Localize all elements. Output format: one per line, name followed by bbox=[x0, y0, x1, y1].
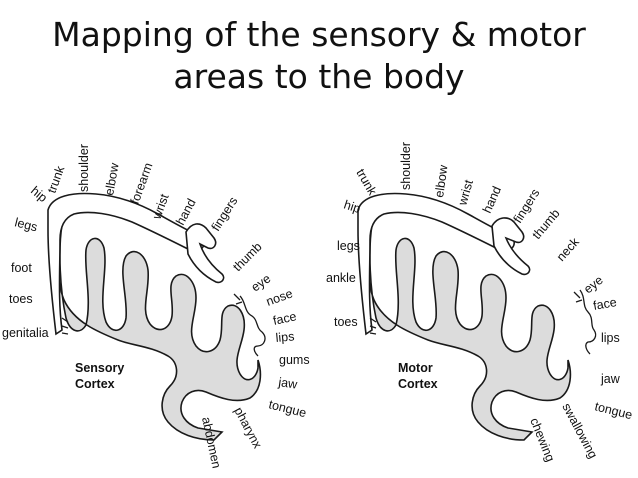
motor-label-jaw: jaw bbox=[600, 372, 621, 386]
sensory-label-trunk: trunk bbox=[45, 163, 68, 195]
sensory-label-legs: legs bbox=[13, 215, 39, 234]
sensory-label-forearm: forearm bbox=[128, 161, 156, 206]
slide-title: Mapping of the sensory & motor areas to … bbox=[0, 14, 638, 98]
sensory-toes-mark bbox=[61, 317, 69, 335]
sensory-face-contour bbox=[239, 295, 266, 357]
sensory-label-tongue: tongue bbox=[267, 397, 308, 420]
sensory-label-thumb: thumb bbox=[230, 240, 264, 274]
motor-cortex-label-2: Cortex bbox=[398, 377, 438, 391]
motor-hand-shape bbox=[491, 217, 531, 276]
motor-label-tongue: tongue bbox=[593, 399, 634, 422]
motor-label-toes: toes bbox=[334, 315, 358, 329]
sensory-label-nose: nose bbox=[264, 286, 294, 308]
motor-label-neck: neck bbox=[554, 234, 583, 264]
sensory-label-abdomen: abdomen bbox=[199, 416, 224, 470]
sensory-label-foot: foot bbox=[11, 261, 32, 275]
sensory-label-jaw: jaw bbox=[277, 375, 299, 392]
motor-label-ankle: ankle bbox=[326, 271, 356, 285]
sensory-cortex-label-1: Sensory bbox=[75, 361, 124, 375]
motor-toes-mark bbox=[369, 317, 377, 335]
motor-label-hip: hip bbox=[342, 198, 362, 216]
motor-label-chewing: chewing bbox=[527, 416, 557, 464]
motor-cortex-label-1: Motor bbox=[398, 361, 433, 375]
motor-eye-mark bbox=[573, 291, 583, 303]
motor-label-face: face bbox=[592, 295, 618, 313]
sensory-label-fingers: fingers bbox=[209, 194, 241, 233]
sensory-brain-section bbox=[56, 224, 262, 441]
sensory-eye-mark bbox=[233, 293, 243, 305]
sensory-label-shoulder: shoulder bbox=[77, 144, 91, 192]
motor-label-eye: eye bbox=[581, 273, 606, 296]
sensory-label-face: face bbox=[272, 309, 298, 328]
sensory-label-pharynx: pharynx bbox=[231, 405, 265, 451]
motor-cortex-diagram: Motor Cortex trunk hip shoulder elbow wr… bbox=[326, 142, 634, 464]
motor-label-trunk: trunk bbox=[353, 167, 379, 199]
motor-label-thumb: thumb bbox=[530, 206, 563, 242]
sensory-label-eye: eye bbox=[249, 271, 274, 294]
sensory-hand-shape bbox=[185, 223, 225, 284]
motor-label-shoulder: shoulder bbox=[399, 142, 413, 190]
sensory-cortex-label-2: Cortex bbox=[75, 377, 115, 391]
title-line-1: Mapping of the sensory & motor bbox=[52, 15, 586, 54]
motor-face-contour bbox=[579, 289, 597, 355]
sensory-label-wrist: wrist bbox=[149, 192, 171, 222]
sensory-label-lips: lips bbox=[275, 329, 295, 345]
motor-body-strip bbox=[357, 192, 515, 336]
sensory-label-toes: toes bbox=[9, 292, 33, 306]
title-line-2: areas to the body bbox=[173, 57, 465, 96]
motor-brain-section bbox=[366, 224, 572, 441]
sensory-body-strip bbox=[47, 192, 205, 336]
sensory-label-hand: hand bbox=[173, 196, 198, 227]
sensory-label-gums: gums bbox=[279, 353, 310, 367]
sensory-label-elbow: elbow bbox=[102, 161, 122, 197]
sensory-cortex-diagram: Sensory Cortex hip trunk shoulder elbow … bbox=[2, 144, 310, 470]
motor-label-hand: hand bbox=[480, 184, 504, 215]
sensory-label-genitalia: genitalia bbox=[2, 326, 49, 340]
motor-label-wrist: wrist bbox=[455, 178, 476, 208]
motor-label-legs: legs bbox=[337, 239, 360, 253]
motor-label-fingers: fingers bbox=[511, 186, 543, 225]
motor-label-elbow: elbow bbox=[432, 163, 451, 198]
motor-label-lips: lips bbox=[601, 331, 620, 345]
